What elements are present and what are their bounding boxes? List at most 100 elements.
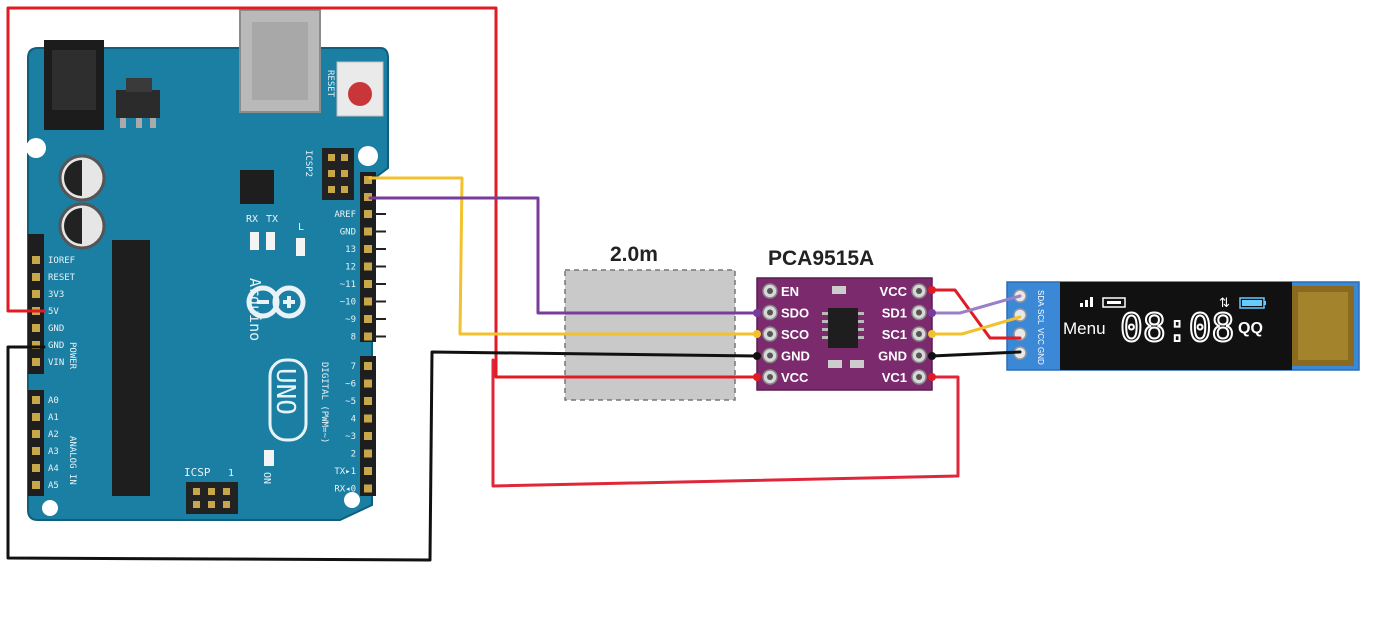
digital-pin <box>364 227 372 236</box>
wire-sda-purple <box>368 196 759 315</box>
digital-pin <box>364 414 372 423</box>
wire-scl-yellow <box>368 176 759 336</box>
l-label: L <box>298 222 304 233</box>
digital-pin <box>364 484 372 493</box>
reset-button <box>336 61 384 117</box>
digital-pin-label: ~3 <box>345 432 356 442</box>
wire-sd1-purple <box>930 294 1022 315</box>
digital-pin-label: ~10 <box>340 298 356 308</box>
digital-pin <box>364 432 372 440</box>
icsp-label: ICSP <box>184 466 211 479</box>
digital-pin <box>364 262 372 271</box>
icsp2-header <box>322 148 354 200</box>
pca-pad-hole <box>767 288 773 294</box>
power-led <box>264 450 274 466</box>
power-pin <box>32 341 40 349</box>
analog-pin <box>32 396 40 404</box>
analog-pin-label: A5 <box>48 481 59 491</box>
digital-header-bottom <box>360 356 376 496</box>
wire-5v-red <box>6 6 759 379</box>
usb-status-icon <box>1102 297 1126 308</box>
oled-pin-label: GND <box>1036 347 1045 365</box>
uno-badge <box>268 358 308 442</box>
rx-label: RX <box>246 214 258 225</box>
digital-pin <box>364 193 372 201</box>
pca-chip <box>828 308 858 348</box>
pca-pad-hole <box>767 352 773 359</box>
analog-pin-label: A4 <box>48 464 59 474</box>
digital-pin <box>364 379 372 388</box>
digital-pin <box>364 280 372 288</box>
power-group-label: POWER <box>67 342 77 370</box>
icsp-pin-one-label: 1 <box>228 468 234 479</box>
digital-pin <box>364 297 372 306</box>
digital-pin <box>364 449 372 458</box>
oled-screen <box>1060 282 1292 370</box>
power-pin <box>32 256 40 264</box>
wire-gnd-black <box>6 345 759 562</box>
oled-pin-label: SDA <box>1036 290 1045 307</box>
power-pin-label: 3V3 <box>48 290 64 300</box>
digital-pin <box>364 397 372 405</box>
digital-pin <box>364 245 372 253</box>
digital-pin-label: AREF <box>334 210 356 220</box>
pca-right-pin-label: SD1 <box>882 306 907 321</box>
digital-pin-label: 4 <box>351 415 356 425</box>
digital-pin <box>364 210 372 218</box>
digital-pin <box>364 332 372 341</box>
analog-pin <box>32 464 40 472</box>
reset-label: RESET <box>325 70 335 98</box>
digital-pin <box>364 315 372 323</box>
analog-pin-label: A3 <box>48 447 59 457</box>
pca-title: PCA9515A <box>768 247 874 270</box>
wire-gnd-right-black <box>930 350 1022 358</box>
pca-pad-hole <box>916 374 922 380</box>
power-pin-label: IOREF <box>48 256 75 266</box>
cable-length-label: 2.0m <box>610 243 658 266</box>
pca-left-pin-label: EN <box>781 284 799 299</box>
wires <box>6 6 1022 562</box>
tx-led <box>266 232 275 250</box>
pca-right-pin-label: VCC <box>880 284 908 299</box>
usb-chip <box>240 170 274 204</box>
analog-pin-label: A0 <box>48 396 59 406</box>
digital-pin-label: TX▸1 <box>334 467 356 477</box>
power-pin-label: 5V <box>48 307 59 317</box>
icsp-header <box>186 482 238 514</box>
pca-pad-hole <box>916 331 922 337</box>
pca-pad-hole <box>767 374 773 380</box>
digital-pin-label: ~9 <box>345 315 356 325</box>
analog-pin <box>32 481 40 489</box>
voltage-regulator <box>116 90 160 118</box>
pca-left-pin-label: SDO <box>781 306 809 321</box>
pca-left-pin-label: GND <box>781 349 810 364</box>
pca-pad-hole <box>767 309 773 316</box>
power-pin <box>32 290 40 298</box>
oled-time-text: 08:08 <box>1120 306 1234 350</box>
wire-vcc-right-red <box>930 288 1022 340</box>
pca-left-pin-label: VCC <box>781 370 809 385</box>
digital-pin-label: ~5 <box>345 397 356 407</box>
power-header <box>28 234 44 374</box>
analog-group-label: ANALOG IN <box>67 436 77 485</box>
signal-icon <box>1080 297 1093 307</box>
arduino-logo <box>246 285 306 319</box>
pca-pad-hole <box>916 309 922 316</box>
oled-menu-text: Menu <box>1063 319 1106 338</box>
power-pin <box>32 358 40 366</box>
power-pin-label: VIN <box>48 358 64 368</box>
digital-pin <box>364 362 372 370</box>
rx-led <box>250 232 259 250</box>
oled-qq-text: QQ <box>1238 320 1263 337</box>
pca-right-pin-label: GND <box>878 349 907 364</box>
digital-pin-label: ~11 <box>340 280 356 290</box>
wire-vcc-loop-red <box>491 358 960 488</box>
wire-sc1-yellow <box>930 315 1022 336</box>
digital-group-label: DIGITAL (PWM=~) <box>319 362 329 443</box>
digital-pin-label: ~6 <box>345 380 356 390</box>
power-pin-label: RESET <box>48 273 76 283</box>
power-pin-label: GND <box>48 341 64 351</box>
